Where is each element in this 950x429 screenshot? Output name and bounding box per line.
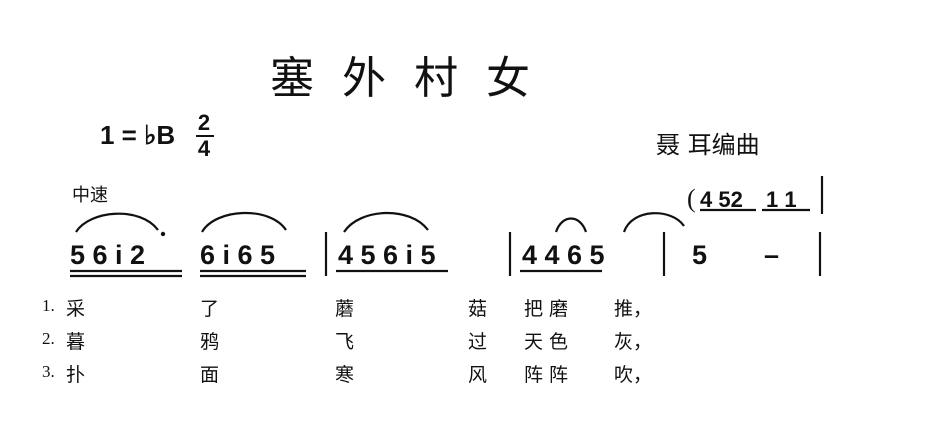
- lyric-1-word-2: 了: [200, 298, 220, 320]
- lyric-1-word-3: 蘑: [335, 298, 355, 320]
- lyric-2-word-4: 过: [468, 331, 488, 353]
- tempo-marking: 中速: [72, 185, 108, 206]
- time-numerator: 2: [197, 110, 211, 135]
- song-title: 塞外村女: [270, 53, 558, 104]
- slur-1: [75, 212, 159, 233]
- time-fraction-line: [196, 135, 214, 137]
- lyric-3-word-4: 风: [468, 364, 488, 386]
- lyric-2-word-5: 天色: [524, 331, 575, 353]
- lyric-3-word-2: 面: [200, 364, 220, 386]
- lyric-2-word-3: 飞: [335, 331, 355, 353]
- lyric-2-word-1: 暮: [66, 331, 86, 353]
- intro-notes-2: 1 1: [766, 187, 797, 212]
- lyric-3-word-6: 吹，: [614, 364, 653, 386]
- lyric-1-word-1: 采: [66, 298, 86, 320]
- lyric-2-word-6: 灰，: [614, 331, 653, 353]
- lyric-3-word-3: 寒: [335, 364, 355, 386]
- slur-3: [343, 211, 429, 233]
- measure-1: 5 6 i 2: [70, 240, 146, 270]
- lyric-2-word-2: 鸦: [200, 331, 220, 353]
- measure-4: 4 4 6 5: [522, 240, 605, 270]
- lyric-1-word-4: 菇: [468, 298, 488, 320]
- time-denominator: 4: [197, 136, 211, 161]
- slur-2: [201, 211, 287, 233]
- measure-2: 6 i 6 5: [200, 240, 276, 270]
- intro-notes-1: 4 52: [700, 187, 743, 212]
- octave-dot-1: [160, 231, 166, 237]
- key-signature: 1 = ♭B: [100, 120, 176, 150]
- lyric-3-word-5: 阵阵: [524, 364, 575, 386]
- slur-5: [622, 212, 685, 233]
- measure-3: 4 5 6 i 5: [338, 240, 436, 270]
- intro-paren: (: [687, 184, 696, 213]
- composer-credit: 聂 耳编曲: [656, 131, 760, 159]
- measure-6: –: [764, 240, 780, 270]
- lyric-verse-3-number: 3.: [42, 362, 55, 381]
- lyric-1-word-5: 把磨: [524, 298, 575, 320]
- time-signature: 2 4: [196, 110, 214, 161]
- lyric-verse-2-number: 2.: [42, 329, 55, 348]
- measure-5: 5: [692, 240, 708, 270]
- lyric-verse-1-number: 1.: [42, 296, 55, 315]
- lyric-3-word-1: 扑: [66, 364, 86, 386]
- lyric-1-word-6: 推，: [614, 298, 653, 320]
- slur-4: [554, 217, 588, 233]
